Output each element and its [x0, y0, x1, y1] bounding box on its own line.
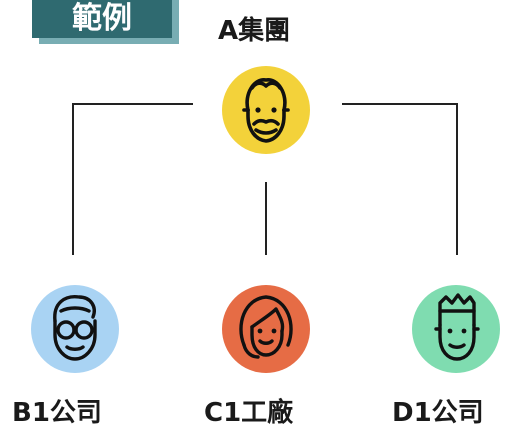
avatar-bg — [222, 66, 310, 154]
connector-line-d1 — [342, 103, 458, 255]
glasses-man-icon — [31, 285, 119, 373]
child-label-b1: B1公司 — [12, 398, 102, 428]
bearded-man-icon — [222, 66, 310, 154]
child-label-d1: D1公司 — [392, 398, 484, 428]
example-badge: 範例 — [32, 0, 172, 38]
spiky-hair-man-icon — [412, 285, 500, 373]
child-label-c1: C1工廠 — [204, 398, 294, 428]
badge-text: 範例 — [72, 1, 132, 36]
avatar-bg — [222, 285, 310, 373]
connector-line-b1 — [72, 103, 193, 255]
parent-label: A集團 — [218, 16, 291, 46]
avatar-bg — [412, 285, 500, 373]
woman-icon — [222, 285, 310, 373]
